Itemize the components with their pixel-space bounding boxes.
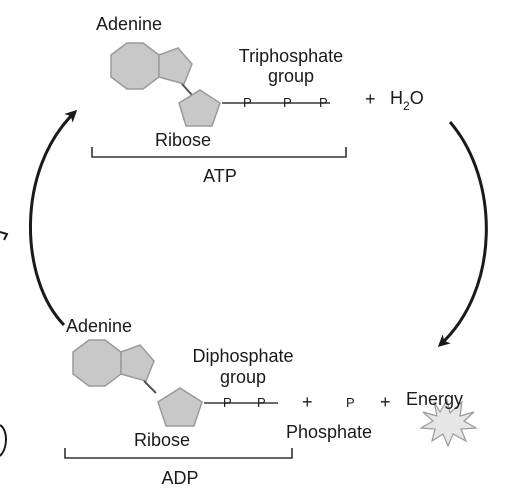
water-subscript: 2 — [403, 99, 410, 113]
water-h: H — [390, 88, 403, 108]
edge-mark-top — [0, 231, 9, 241]
atp-adenine-hexagon — [110, 42, 160, 90]
adp-diphosphate-label-line1: Diphosphate — [192, 346, 294, 366]
atp-triphosphate-label-line2: group — [267, 66, 315, 86]
adp-plus-sign-1: + — [302, 392, 313, 412]
adp-adenine-hexagon — [72, 339, 122, 387]
hydrolysis-arrow — [437, 121, 488, 348]
atp-ribose-label: Ribose — [155, 130, 212, 150]
adp-bracket — [64, 448, 293, 459]
atp-molecule-label: ATP — [203, 166, 237, 186]
adp-phosphate-2: P — [257, 395, 266, 410]
adp-plus-sign-2: + — [380, 392, 391, 412]
adp-adenine-label: Adenine — [66, 316, 133, 336]
energy-label: Energy — [406, 389, 464, 409]
atp-phosphate-2: P — [283, 95, 292, 110]
atp-adenine-label: Adenine — [96, 14, 163, 34]
adp-molecule-label: ADP — [161, 468, 199, 488]
adp-phosphate-1: P — [223, 395, 232, 410]
atp-phosphate-3: P — [319, 95, 328, 110]
adp-ribose-label: Ribose — [134, 430, 191, 450]
atp-triphosphate-label-line1: Triphosphate — [238, 46, 344, 66]
water-o: O — [409, 88, 424, 108]
phosphate-label: Phosphate — [286, 422, 373, 442]
energy-burst-icon — [419, 398, 478, 448]
water-formula: H2O — [390, 88, 424, 113]
atp-glycosidic-bond — [181, 83, 193, 96]
synthesis-arrow — [29, 109, 78, 327]
edge-mark-bottom — [0, 424, 7, 457]
adp-diphosphate-label-line2: group — [219, 367, 267, 387]
atp-bracket — [91, 147, 347, 158]
adp-ribose-pentagon — [157, 387, 203, 427]
atp-phosphate-1: P — [243, 95, 252, 110]
adp-adenine-pentagon — [120, 344, 155, 382]
atp-plus-sign: + — [365, 89, 376, 109]
atp-ribose-pentagon — [178, 89, 221, 127]
adp-glycosidic-bond — [143, 380, 157, 394]
atp-adenine-pentagon — [158, 47, 193, 85]
free-phosphate: P — [346, 395, 355, 410]
